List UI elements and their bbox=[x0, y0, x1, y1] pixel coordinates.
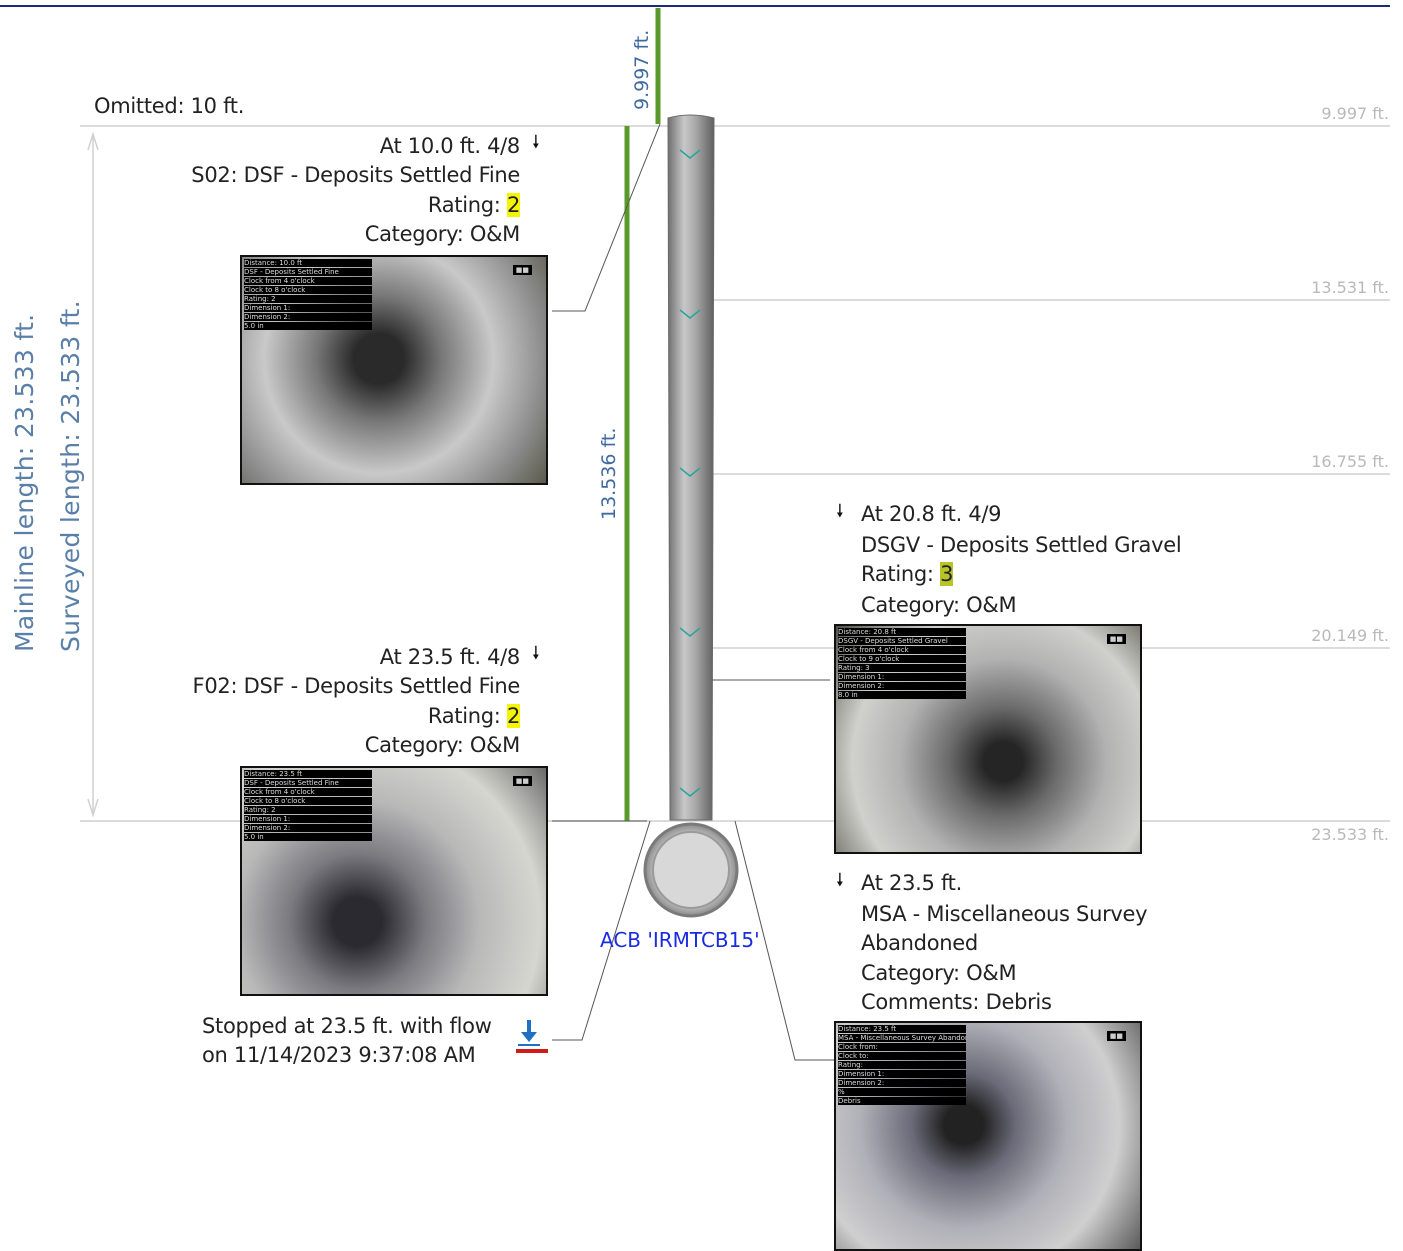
down-arrow-icon: 🠗 bbox=[836, 870, 844, 891]
down-arrow-icon: 🠗 bbox=[532, 643, 540, 664]
obs-code: MSA - Miscellaneous Survey bbox=[861, 902, 1148, 926]
obs-code: F02: DSF - Deposits Settled Fine bbox=[192, 674, 521, 698]
obs-category: Category: O&M bbox=[861, 961, 1017, 985]
obs-at: At 23.5 ft. bbox=[861, 871, 962, 895]
obs-category: Category: O&M bbox=[861, 593, 1017, 617]
stopped-line-2: on 11/14/2023 9:37:08 AM bbox=[202, 1043, 476, 1067]
obs-at: At 10.0 ft. 4/8 bbox=[379, 134, 521, 158]
obs-rating: Rating: 3 bbox=[861, 562, 954, 586]
obs-category: Category: O&M bbox=[364, 222, 521, 246]
omitted-label: Omitted: 10 ft. bbox=[94, 94, 245, 118]
tick-label: 9.997 ft. bbox=[1321, 104, 1389, 123]
leader-obs-1 bbox=[552, 123, 661, 312]
photo-tag: ■■ bbox=[512, 265, 532, 275]
photo-overlay: Distance: 20.8 ft DSGV - Deposits Settle… bbox=[838, 628, 966, 700]
manhole-label[interactable]: ACB 'IRMTCB15' bbox=[600, 928, 760, 952]
photo-tag: ■■ bbox=[512, 776, 532, 786]
rating-value: 3 bbox=[940, 562, 954, 586]
manhole-inner bbox=[652, 831, 730, 909]
tick-label: 16.755 ft. bbox=[1311, 452, 1389, 471]
observation-photo[interactable]: Distance: 20.8 ft DSGV - Deposits Settle… bbox=[834, 624, 1142, 854]
observation-photo[interactable]: Distance: 10.0 ft DSF - Deposits Settled… bbox=[240, 255, 548, 485]
obs-at: At 20.8 ft. 4/9 bbox=[861, 502, 1002, 526]
obs-at: At 23.5 ft. 4/8 bbox=[379, 645, 521, 669]
pipe-flow-marks bbox=[679, 149, 701, 797]
rating-value: 2 bbox=[506, 704, 520, 728]
tick-label: 13.531 ft. bbox=[1311, 278, 1389, 297]
leader-obs-4 bbox=[734, 820, 835, 1061]
obs-rating: Rating: 2 bbox=[427, 193, 520, 217]
pipe-body bbox=[667, 114, 715, 821]
photo-tag: ■■ bbox=[1106, 1031, 1126, 1041]
photo-overlay: Distance: 10.0 ft DSF - Deposits Settled… bbox=[244, 259, 372, 331]
dim-pipe-label: 13.536 ft. bbox=[598, 427, 620, 520]
surveyed-length-label: Surveyed length: 23.533 ft. bbox=[56, 300, 85, 652]
obs-rating: Rating: 2 bbox=[427, 704, 520, 728]
obs-code: DSGV - Deposits Settled Gravel bbox=[861, 533, 1182, 557]
down-arrow-icon: 🠗 bbox=[532, 132, 540, 153]
stopped-line-1: Stopped at 23.5 ft. with flow bbox=[202, 1014, 492, 1038]
obs-code-continued: Abandoned bbox=[861, 931, 978, 955]
tick-label: 23.533 ft. bbox=[1311, 825, 1389, 844]
mainline-length-label: Mainline length: 23.533 ft. bbox=[10, 313, 39, 652]
flow-stop-icon bbox=[516, 1020, 548, 1056]
obs-category: Category: O&M bbox=[364, 733, 521, 757]
leader-stop bbox=[552, 820, 651, 1041]
down-arrow-icon: 🠗 bbox=[836, 501, 844, 522]
obs-comments: Comments: Debris bbox=[861, 990, 1052, 1014]
photo-overlay: Distance: 23.5 ft DSF - Deposits Settled… bbox=[244, 770, 372, 842]
dim-arrow-top bbox=[87, 131, 99, 151]
observation-photo[interactable]: Distance: 23.5 ft DSF - Deposits Settled… bbox=[240, 766, 548, 996]
photo-overlay: Distance: 23.5 ft MSA - Miscellaneous Su… bbox=[838, 1025, 966, 1105]
rating-value: 2 bbox=[506, 193, 520, 217]
obs-code: S02: DSF - Deposits Settled Fine bbox=[191, 163, 520, 187]
photo-tag: ■■ bbox=[1106, 634, 1126, 644]
dim-arrow-bottom bbox=[87, 798, 99, 818]
observation-photo[interactable]: Distance: 23.5 ft MSA - Miscellaneous Su… bbox=[834, 1021, 1142, 1251]
dim-top-label: 9.997 ft. bbox=[631, 29, 653, 110]
tick-label: 20.149 ft. bbox=[1311, 626, 1389, 645]
